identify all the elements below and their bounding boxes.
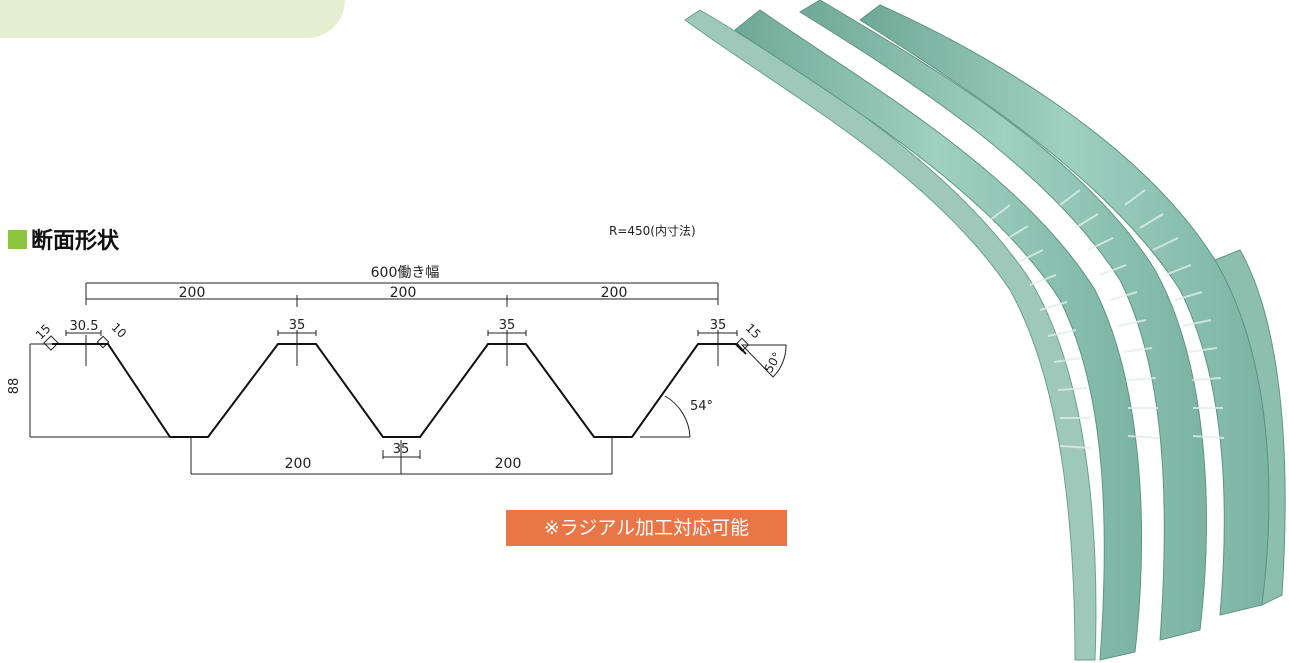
left-edge-label: 10	[109, 320, 130, 341]
height-label: 88	[7, 378, 22, 395]
crest-width-label: 35	[499, 318, 516, 333]
pitch-label: 200	[601, 285, 628, 301]
bottom-pitch-label: 200	[495, 456, 522, 472]
left-edge-label: 30.5	[70, 319, 99, 334]
web-angle-label: 54°	[690, 399, 713, 414]
overall-width-label: 600働き幅	[371, 265, 440, 281]
bottom-flat-label: 35	[393, 442, 410, 457]
section-heading: 断面形状	[8, 223, 119, 255]
crest-width-label: 35	[710, 318, 727, 333]
cross-section-diagram: 600働き幅 200 200 200 15 30.5 10 35 35 35 1…	[7, 265, 787, 475]
heading-marker	[8, 229, 27, 249]
radius-note: R=450(内寸法)	[609, 224, 696, 238]
bottom-pitch-label: 200	[285, 456, 312, 472]
panel-profile-line	[52, 343, 747, 438]
header-tab-shape	[0, 0, 345, 38]
crest-width-label: 35	[289, 318, 306, 333]
section-title: 断面形状	[31, 229, 120, 254]
left-edge-label: 15	[33, 321, 54, 342]
pitch-label: 200	[179, 285, 206, 301]
radial-processing-badge: ※ラジアル加工対応可能	[506, 510, 787, 546]
pitch-label: 200	[390, 285, 417, 301]
curved-panel-photo	[684, 0, 1286, 661]
